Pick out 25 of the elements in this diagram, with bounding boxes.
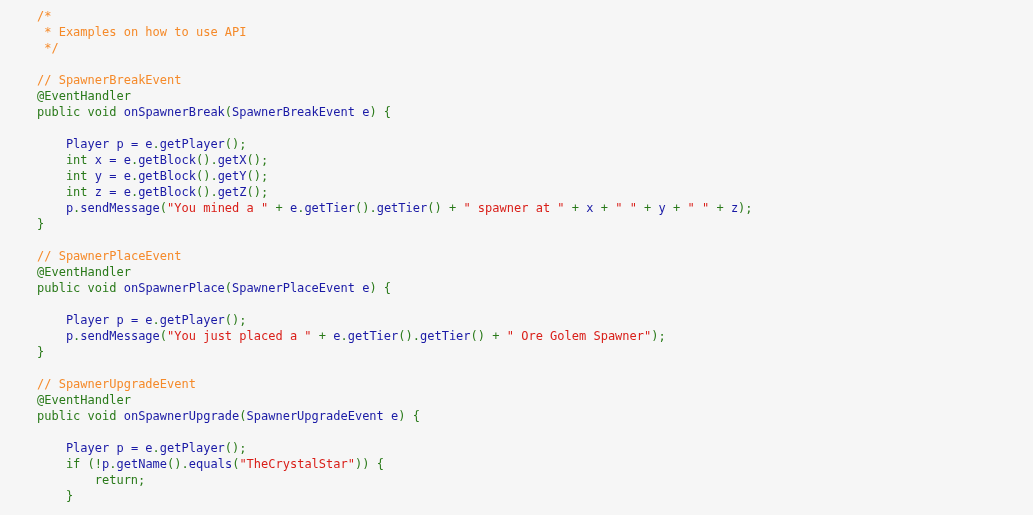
code-line: return;: [94, 472, 146, 488]
code-line: Player p = e.getPlayer();: [65, 136, 247, 152]
code-line: int z = e.getBlock().getZ();: [65, 184, 269, 200]
code-line: }: [37, 216, 45, 232]
code-comment: * Examples on how to use API: [44, 24, 247, 40]
code-line: p.sendMessage("You just placed a " + e.getTier().getTier() + " Ore Golem Spawner");: [65, 328, 666, 344]
code-line: @EventHandler: [37, 88, 131, 104]
code-comment: /*: [37, 8, 52, 24]
code-line: int y = e.getBlock().getY();: [65, 168, 269, 184]
code-comment: // SpawnerBreakEvent: [37, 72, 182, 88]
code-line: public void onSpawnerBreak(SpawnerBreakEvent e) {: [37, 104, 392, 120]
code-comment: */: [44, 40, 59, 56]
code-line: @EventHandler: [37, 392, 131, 408]
code-line: if (!p.getName().equals("TheCrystalStar")) {: [65, 456, 384, 472]
code-line: Player p = e.getPlayer();: [65, 312, 247, 328]
code-comment: // SpawnerUpgradeEvent: [37, 376, 196, 392]
code-line: p.sendMessage("You mined a " + e.getTier().getTier() + " spawner at " + x + " " + y + " " + z);: [65, 200, 753, 216]
code-line: public void onSpawnerUpgrade(SpawnerUpgradeEvent e) {: [37, 408, 420, 424]
code-line: }: [65, 488, 74, 504]
code-comment: // SpawnerPlaceEvent: [37, 248, 182, 264]
code-line: @EventHandler: [37, 264, 131, 280]
code-line: Player p = e.getPlayer();: [65, 440, 247, 456]
code-line: public void onSpawnerPlace(SpawnerPlaceEvent e) {: [37, 280, 392, 296]
code-line: int x = e.getBlock().getX();: [65, 152, 269, 168]
code-line: }: [37, 344, 45, 360]
